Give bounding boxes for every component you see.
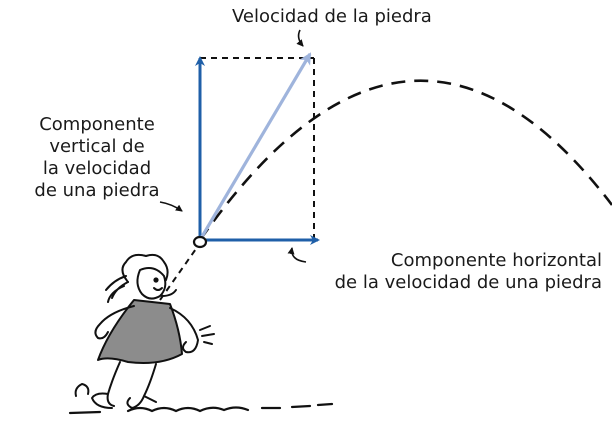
ground-line [68,402,334,415]
vertical-component-label-line: la velocidad [42,158,152,179]
vertical-component-label: Componente vertical de la velocidad de u… [8,114,186,202]
velocity-arrow [198,52,312,241]
vertical-component-label-line: de una piedra [34,180,160,201]
velocity-label-pointer [296,29,304,47]
vertical-component-label-line: vertical de [49,136,145,157]
velocity-label: Velocidad de la piedra [232,6,432,27]
vertical-label-pointer [159,201,183,212]
throw-dashed-line [159,245,199,301]
horizontal-component-label-line: de la velocidad de una piedra [334,272,602,293]
girl-figure [74,253,215,409]
vertical-component-label-line: Componente [39,114,155,135]
horizontal-component-label: Componente horizontal de la velocidad de… [272,250,602,294]
trajectory-path [198,79,612,241]
stone-icon [192,235,208,249]
horizontal-label-pointer [287,247,307,263]
horizontal-component-label-line: Componente horizontal [390,250,602,271]
